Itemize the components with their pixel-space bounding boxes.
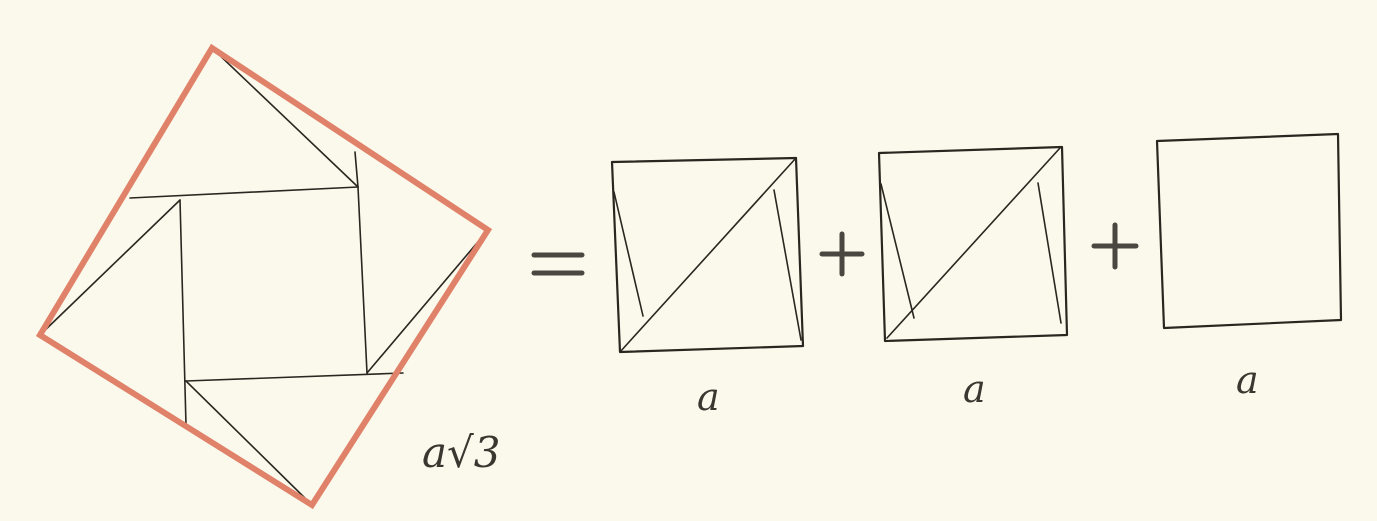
- square-1-outline: [610, 156, 805, 354]
- square-3-side-label: a: [1236, 358, 1259, 402]
- square-1-diagonal: [619, 157, 797, 353]
- square-2: [877, 145, 1069, 343]
- square-1-side-label: a: [697, 375, 720, 419]
- square-2-side-label: a: [963, 367, 986, 411]
- square-2-outline: [877, 145, 1069, 343]
- big-square-dissection: [35, 43, 493, 510]
- square-3-outline: [1155, 132, 1343, 330]
- big-square-line-right-diagonal: [366, 229, 489, 374]
- square-1-right-line: [773, 189, 802, 341]
- square-3: [1155, 132, 1343, 330]
- big-square-line-right-vertical: [357, 186, 368, 374]
- plus-sign-2: [1091, 222, 1139, 270]
- plus-sign-1: [819, 231, 865, 277]
- big-square-line-bottom-diagonal: [185, 380, 313, 506]
- big-square-line-top-diagonal: [211, 47, 359, 188]
- square-1-left-line: [613, 191, 644, 317]
- big-square-line-top-vertical: [354, 151, 359, 188]
- square-2-right-line: [1037, 182, 1062, 324]
- square-2-diagonal: [886, 147, 1061, 339]
- big-square-line-upper-horizontal: [129, 186, 359, 199]
- big-square-line-lower-horizontal: [185, 372, 404, 382]
- big-square-line-left-diagonal: [39, 199, 181, 336]
- square-1: [610, 156, 805, 354]
- big-square-line-left-vertical: [179, 199, 187, 426]
- square-2-left-line: [880, 183, 915, 319]
- big-square-side-label: a√3: [422, 428, 501, 477]
- equals-sign: [531, 252, 585, 276]
- big-square-outline: [35, 43, 493, 510]
